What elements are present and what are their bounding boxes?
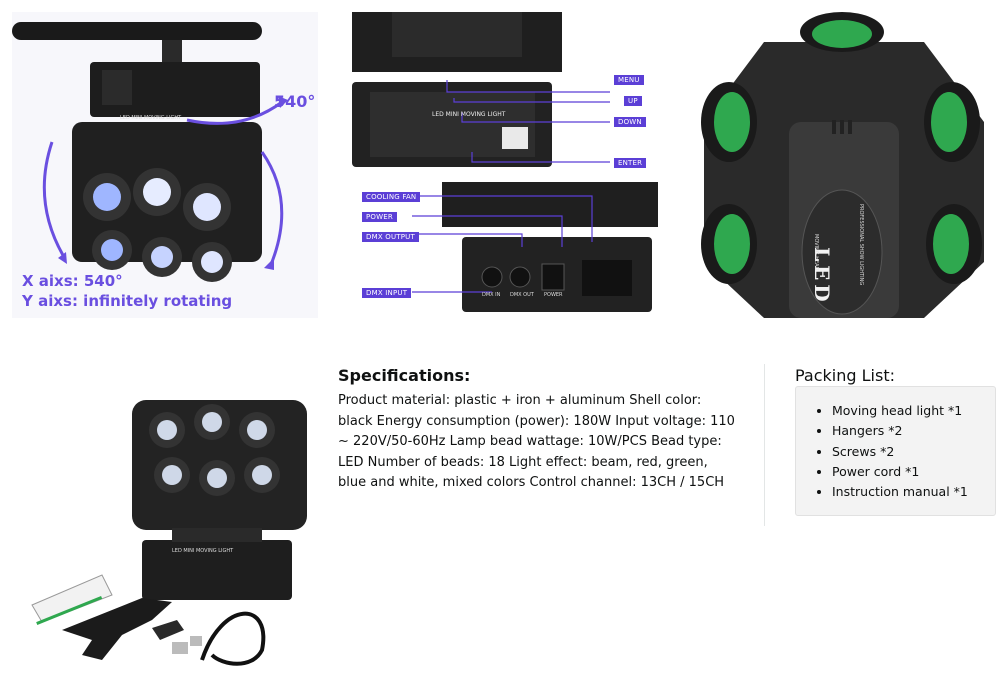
panel-illustration xyxy=(352,12,658,312)
package-illustration xyxy=(31,400,307,666)
port-label-dmx-out: DMX OUT xyxy=(510,292,534,298)
y-axis-label: Y aixs: infinitely rotating xyxy=(22,292,233,310)
section-divider xyxy=(764,364,765,526)
packing-list-item: Instruction manual *1 xyxy=(832,482,995,502)
panel-device-label: LED MINI MOVING LIGHT xyxy=(432,111,506,118)
closeup-illustration xyxy=(701,12,984,318)
product-image-package-contents[interactable]: LED MINI MOVING LIGHT xyxy=(12,360,318,670)
specifications-section: Specifications: Product material: plasti… xyxy=(338,366,738,494)
callout-enter: ENTER xyxy=(614,158,647,168)
specifications-body: Product material: plastic + iron + alumi… xyxy=(338,393,735,490)
callout-dmx-output: DMX OUTPUT xyxy=(362,232,419,242)
callout-power: POWER xyxy=(362,212,397,222)
packing-list-item: Moving head light *1 xyxy=(832,401,995,421)
device-label: LED MINI MOVING LIGHT xyxy=(120,115,182,121)
callout-menu: MENU xyxy=(614,75,644,85)
rotation-illustration xyxy=(12,22,288,282)
packing-list-box: Moving head light *1 Hangers *2 Screws *… xyxy=(795,386,996,516)
x-axis-label: X aixs: 540° xyxy=(22,272,123,290)
callout-up: UP xyxy=(624,96,642,106)
brand-tagline: PROFESSIONAL SHOW LIGHTING xyxy=(858,204,864,286)
specifications-heading: Specifications: xyxy=(338,366,471,385)
packing-list: Moving head light *1 Hangers *2 Screws *… xyxy=(796,387,995,502)
packing-list-item: Power cord *1 xyxy=(832,462,995,482)
brand-subtext: MOVING HEAD xyxy=(813,234,819,271)
callout-cooling-fan: COOLING FAN xyxy=(362,192,421,202)
packing-list-item: Screws *2 xyxy=(832,442,995,462)
package-device-label: LED MINI MOVING LIGHT xyxy=(172,548,234,554)
callout-dmx-input: DMX INPUT xyxy=(362,288,412,298)
product-image-closeup[interactable]: LED MOVING HEAD PROFESSIONAL SHOW LIGHTI… xyxy=(694,12,988,318)
callout-down: DOWN xyxy=(614,117,646,127)
port-label-power: POWER xyxy=(544,292,563,298)
product-image-rotation[interactable]: 540° X aixs: 540° Y aixs: infinitely rot… xyxy=(12,12,318,318)
packing-list-item: Hangers *2 xyxy=(832,421,995,441)
rotation-angle-label: 540° xyxy=(274,92,316,111)
product-image-panel[interactable]: LED MINI MOVING LIGHT MENU UP DOWN ENTER… xyxy=(352,12,658,312)
packing-list-title: Packing List: xyxy=(795,366,895,385)
port-label-dmx-in: DMX IN xyxy=(482,292,501,298)
